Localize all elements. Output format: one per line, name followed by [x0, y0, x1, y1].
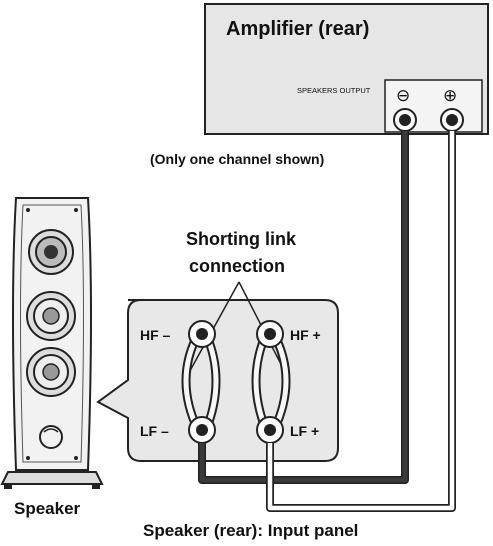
terminal-lf-plus	[256, 416, 284, 444]
shorting-link-label-line2: connection	[189, 256, 285, 276]
panel-caption: Speaker (rear): Input panel	[143, 521, 358, 540]
terminal-hf-plus	[256, 320, 284, 348]
hf-plus-label: HF +	[290, 327, 321, 343]
amplifier-title: Amplifier (rear)	[226, 18, 369, 40]
amplifier: Amplifier (rear) SPEAKERS OUTPUT ⊖ ⊕	[204, 3, 489, 135]
speaker-base	[0, 471, 104, 485]
speaker-driver-top	[28, 229, 74, 275]
plus-symbol: ⊕	[443, 86, 457, 105]
speaker-port	[39, 425, 63, 449]
cable-negative	[198, 131, 409, 484]
hf-minus-label: HF –	[140, 327, 171, 343]
cable-positive	[266, 131, 456, 512]
speaker-tower	[0, 197, 104, 489]
amp-terminal-plus	[440, 108, 464, 132]
shorting-link-label-line1: Shorting link	[186, 229, 297, 249]
lf-minus-label: LF –	[140, 423, 169, 439]
channel-note: (Only one channel shown)	[150, 151, 324, 167]
lf-plus-label: LF +	[290, 423, 319, 439]
speaker-driver-middle	[26, 291, 76, 341]
speakers-output-label: SPEAKERS OUTPUT	[297, 86, 371, 95]
terminal-lf-minus	[188, 416, 216, 444]
speaker-label: Speaker	[14, 499, 81, 518]
minus-symbol: ⊖	[396, 86, 410, 105]
terminal-hf-minus	[188, 320, 216, 348]
speaker-driver-bottom	[26, 347, 76, 397]
amp-terminal-minus	[393, 108, 417, 132]
